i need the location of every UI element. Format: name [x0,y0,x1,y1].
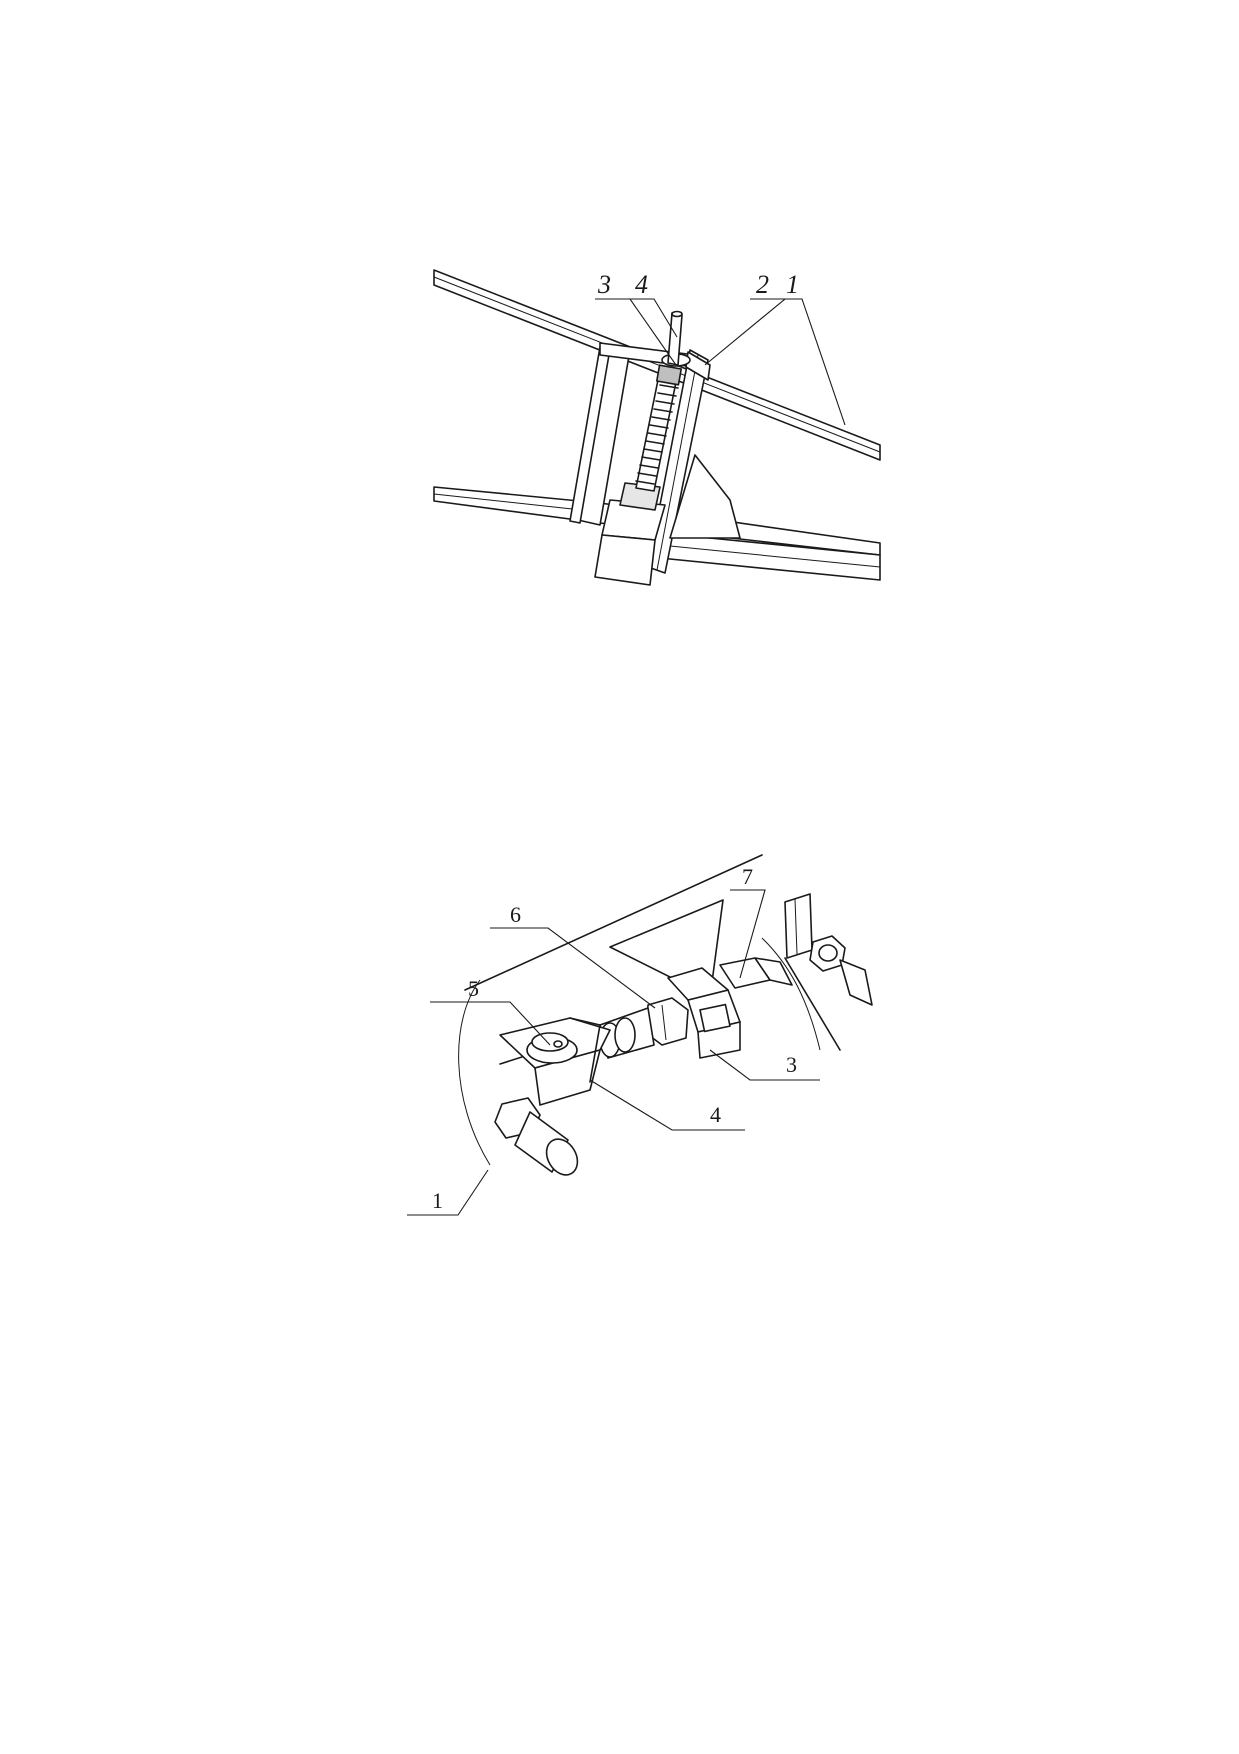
stop-block [719,957,793,989]
right-nut [809,935,873,1006]
side-plate [784,893,841,1051]
callout-leaders-detail [407,889,820,1216]
linkage-detail-drawing: 6 7 5 3 4 1 [407,854,873,1216]
callout-1: 1 [786,270,799,299]
upper-frame-bar [433,269,881,461]
linkage-detail-figure: 6 7 5 3 4 1 [407,850,880,1240]
callout-3: 3 [597,270,611,299]
clamp-block [594,482,666,586]
callout-leaders [595,298,846,426]
clamp-assembly-drawing: 3 4 2 1 [433,269,881,586]
callout-4: 4 [635,270,648,299]
lower-bolt [494,1097,579,1176]
bracket-frame [647,349,711,574]
pivot-pin [526,1032,578,1064]
callout-1: 1 [432,1188,443,1213]
clamp-assembly-figure: 3 4 2 1 [430,255,890,595]
square-tube [667,967,741,1059]
callout-7: 7 [742,864,753,889]
plate-edge [464,854,763,991]
callout-3: 3 [786,1052,797,1077]
callout-2: 2 [756,270,769,299]
threaded-rod [667,310,683,366]
callout-4: 4 [710,1102,721,1127]
callout-6: 6 [510,902,521,927]
callout-5: 5 [468,976,479,1001]
detail-boundary-arc [458,937,821,1166]
gusset-plate [669,454,741,539]
